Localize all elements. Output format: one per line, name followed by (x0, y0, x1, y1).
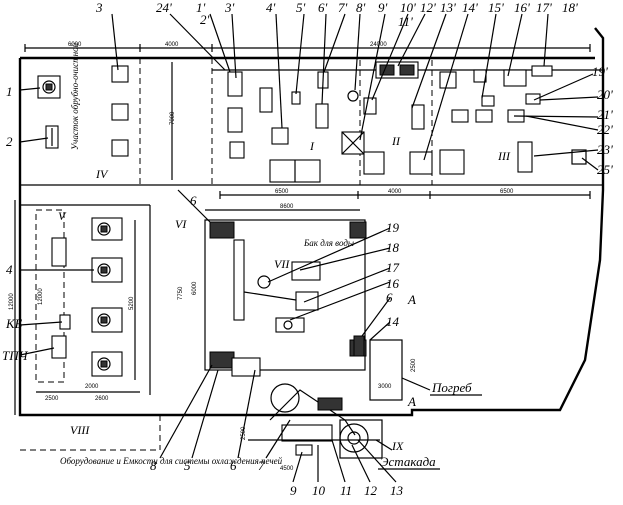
furnace-units (91, 217, 123, 377)
svg-text:2000: 2000 (85, 384, 99, 390)
callout-22p: 22' (597, 122, 613, 137)
callout-4p: 4' (266, 0, 276, 15)
trestle-section: 4500 2500 (241, 383, 383, 472)
callout-6-top: 6 (190, 193, 197, 208)
callout-10p: 10' (400, 0, 416, 15)
callout-6p: 6' (318, 0, 328, 15)
dim-left-height: 12000 (9, 293, 15, 310)
trestle-label: Эстакада (380, 454, 436, 469)
svg-text:3000: 3000 (378, 384, 392, 390)
callout-6: 6 (230, 458, 237, 473)
callout-9: 9 (290, 483, 297, 498)
callout-23p: 23' (597, 142, 613, 157)
svg-text:2500: 2500 (45, 396, 59, 402)
svg-text:2500: 2500 (411, 358, 417, 372)
callout-12: 12 (364, 483, 378, 498)
callout-19: 19 (386, 220, 400, 235)
dim-top-mid: 4000 (165, 42, 179, 48)
dim-zone2-bottom: 4000 (388, 189, 402, 195)
callout-11: 11 (340, 483, 352, 498)
center-section: 8600 7750 6000 VI VII Бак для воды 2500 … (175, 204, 417, 401)
callout-20p: 20' (597, 87, 613, 102)
equipment-3 (111, 65, 129, 83)
callout-leaders (19, 13, 599, 483)
dim-area-height: 7000 (170, 111, 176, 125)
callout-2: 2 (6, 134, 13, 149)
callout-tpch: ТПЧ (2, 348, 29, 363)
zone-ix-label: IX (391, 439, 404, 453)
zone-i-equipment: I (227, 71, 377, 183)
equipment-4prime (271, 127, 289, 145)
zone-v-equipment: 5200 12000 2500 2600 2000 V (35, 209, 140, 402)
svg-text:2600: 2600 (95, 396, 109, 402)
callout-6b: 6 (386, 290, 393, 305)
zone-viii-label: VIII (70, 423, 90, 437)
callout-kb: КБ (5, 316, 23, 331)
callout-13p: 13' (440, 0, 456, 15)
right-labels: Погреб IX Эстакада (378, 380, 482, 470)
callout-17: 17 (386, 260, 400, 275)
zone-i-label: I (309, 139, 315, 153)
callout-14p: 14' (462, 0, 478, 15)
water-tank-label: Бак для воды (303, 238, 354, 248)
zone-iv-equipment: Участок обрубно-очистной IV (37, 42, 129, 181)
callout-11p: 11' (398, 14, 413, 29)
callout-8: 8 (150, 458, 157, 473)
callout-3p: 3' (224, 0, 235, 15)
callout-2p: 2' (200, 12, 210, 27)
callout-numbers: 3 24' 1' 2' 3' 4' 5' 6' 7' 8' 9' 10' 11'… (2, 0, 613, 498)
dim-top-left: 6000 (68, 42, 82, 48)
zone-iii-equipment: III (439, 65, 587, 175)
callout-15p: 15' (488, 0, 504, 15)
callout-5p: 5' (296, 0, 306, 15)
callout-14: 14 (386, 314, 400, 329)
callout-13: 13 (390, 483, 404, 498)
callout-25p: 25' (597, 162, 613, 177)
callout-16: 16 (386, 276, 400, 291)
zone-vi-label: VI (175, 217, 187, 231)
callout-18: 18 (386, 240, 400, 255)
section-a-top: А (407, 292, 416, 307)
zone-ii-label: II (391, 134, 401, 148)
callout-9p: 9' (378, 0, 388, 15)
dim-zone3-bottom: 6500 (500, 189, 514, 195)
svg-text:4500: 4500 (280, 466, 294, 472)
zone-ii-equipment: II (363, 61, 433, 175)
svg-text:7750: 7750 (178, 286, 184, 300)
zone-iii-label: III (497, 149, 511, 163)
callout-19p: 19' (592, 64, 608, 79)
svg-text:6000: 6000 (192, 281, 198, 295)
section-a-bottom: А (407, 394, 416, 409)
callout-8p: 8' (356, 0, 366, 15)
callout-16p: 16' (514, 0, 530, 15)
equipment-note-line: Оборудование и Емкости для системы охлаж… (60, 456, 283, 466)
callout-4: 4 (6, 262, 13, 277)
dim-zone1-bottom: 6500 (275, 189, 289, 195)
zone-iv-label: IV (95, 167, 109, 181)
callout-10: 10 (312, 483, 326, 498)
callout-24p: 24' (156, 0, 172, 15)
callout-21p: 21' (597, 107, 613, 122)
callout-7p: 7' (338, 0, 348, 15)
svg-text:2500: 2500 (241, 426, 247, 440)
callout-17p: 17' (536, 0, 552, 15)
cellar-label: Погреб (431, 380, 472, 395)
zone-v-label: V (58, 209, 67, 223)
callout-18p: 18' (562, 0, 578, 15)
zone-vii-label: VII (274, 257, 290, 271)
svg-text:5200: 5200 (129, 296, 135, 310)
svg-text:12000: 12000 (38, 288, 44, 305)
callout-3: 3 (95, 0, 103, 15)
callout-1p: 1' (196, 0, 206, 15)
callout-5: 5 (184, 458, 191, 473)
callout-1: 1 (6, 84, 13, 99)
callout-7: 7 (258, 458, 265, 473)
callout-12p: 12' (420, 0, 436, 15)
svg-text:8600: 8600 (280, 204, 294, 210)
cleaning-area-label: Участок обрубно-очистной (70, 42, 80, 150)
